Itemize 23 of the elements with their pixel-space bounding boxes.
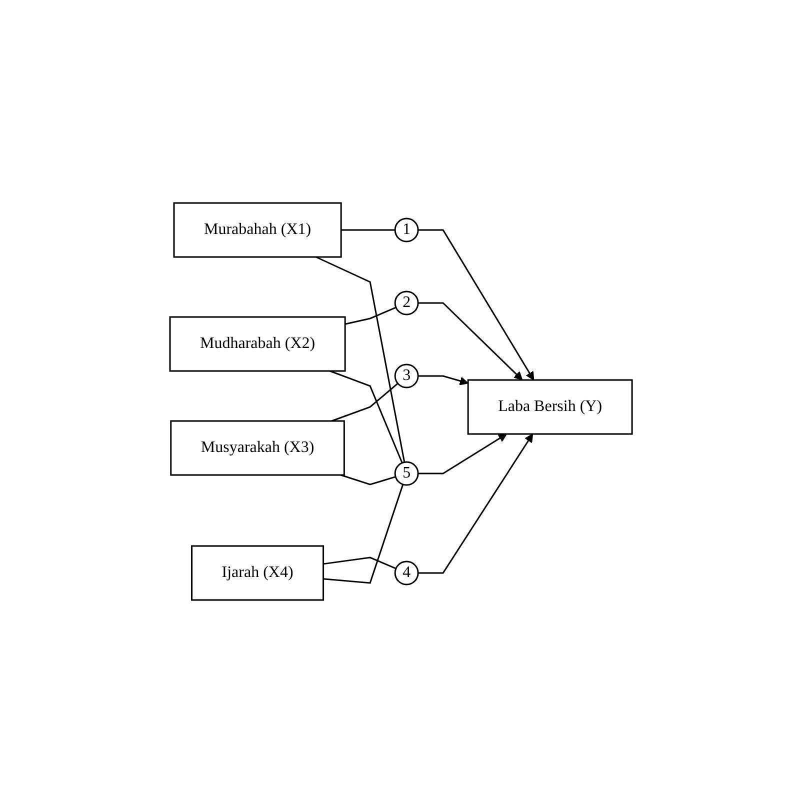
arrow	[418, 229, 534, 380]
connector	[316, 256, 406, 462]
node-box: Laba Bersih (Y)	[467, 379, 633, 435]
node-circle: 2	[394, 290, 419, 316]
node-box: Musyarakah (X3)	[170, 420, 345, 476]
connector	[323, 484, 404, 584]
connector	[344, 306, 396, 325]
node-box: Mudharabah (X2)	[169, 316, 346, 372]
arrow	[418, 302, 523, 380]
arrow	[418, 375, 468, 386]
connector	[341, 229, 396, 231]
node-circle: 1	[394, 218, 419, 242]
node-circle: 4	[394, 560, 419, 586]
node-box: Murabahah (X1)	[173, 202, 342, 258]
connector	[331, 382, 398, 422]
connector	[330, 370, 403, 464]
node-circle: 3	[394, 364, 419, 388]
node-circle: 5	[394, 461, 419, 486]
arrow	[418, 434, 534, 574]
connector	[340, 474, 396, 486]
arrow	[418, 434, 507, 474]
node-box: Ijarah (X4)	[191, 545, 324, 601]
connector	[323, 556, 396, 570]
